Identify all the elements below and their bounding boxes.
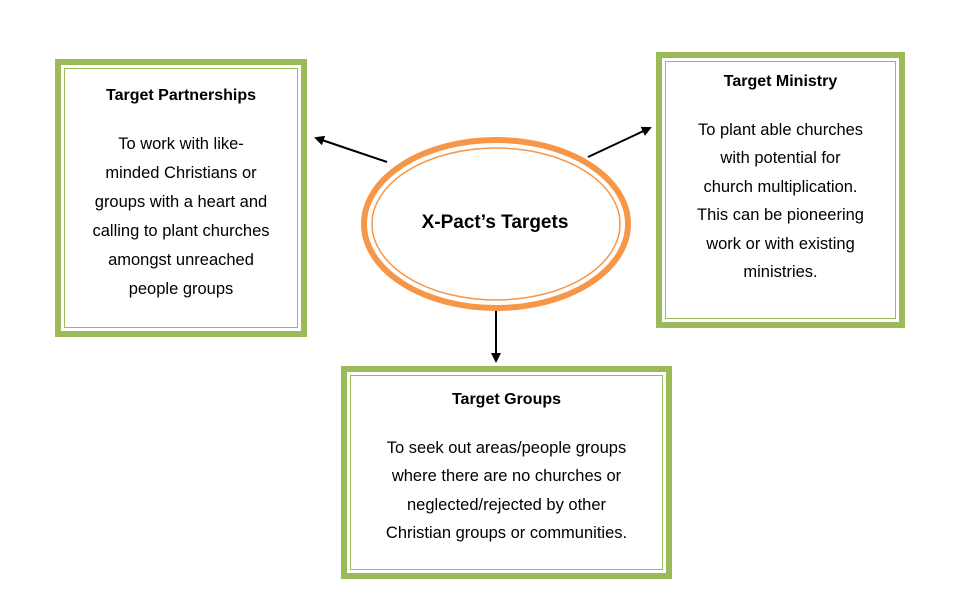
center-ellipse xyxy=(361,137,631,311)
target-groups-box: Target Groups To seek out areas/people g… xyxy=(341,366,672,579)
target-groups-description: To seek out areas/people groups where th… xyxy=(351,434,662,548)
description-line: This can be pioneering xyxy=(697,206,864,224)
description-line: groups with a heart and xyxy=(94,193,268,211)
description-line: where there are no churches or xyxy=(391,467,622,485)
center-title: X-Pact’s Targets xyxy=(421,212,569,233)
target-partnerships-description: To work with like- minded Christians or … xyxy=(65,130,297,304)
description-line: calling to plant churches xyxy=(92,222,270,240)
target-ministry-description: To plant able churches with potential fo… xyxy=(666,116,895,287)
arrow-to-partnerships xyxy=(314,135,388,163)
description-line: To plant able churches xyxy=(697,120,864,139)
target-partnerships-title: Target Partnerships xyxy=(106,87,256,104)
description-line: minded Christians or xyxy=(105,164,257,182)
target-partnerships-box: Target Partnerships To work with like- m… xyxy=(55,59,307,337)
description-line: To work with like- xyxy=(118,135,244,153)
description-line: church multiplication. xyxy=(703,177,858,196)
description-line: neglected/rejected by other xyxy=(406,495,607,514)
description-line: work or with existing xyxy=(706,234,855,253)
description-line: ministries. xyxy=(743,263,818,281)
description-line: To seek out areas/people groups xyxy=(386,438,627,457)
description-line: Christian groups or communities. xyxy=(385,524,628,542)
arrow-to-ministry xyxy=(587,126,652,158)
description-line: with potential for xyxy=(720,149,841,167)
description-line: people groups xyxy=(128,280,234,298)
target-ministry-box: Target Ministry To plant able churches w… xyxy=(656,52,905,328)
target-groups-title: Target Groups xyxy=(451,391,562,408)
target-ministry-title: Target Ministry xyxy=(723,73,838,90)
description-line: amongst unreached xyxy=(108,251,254,269)
